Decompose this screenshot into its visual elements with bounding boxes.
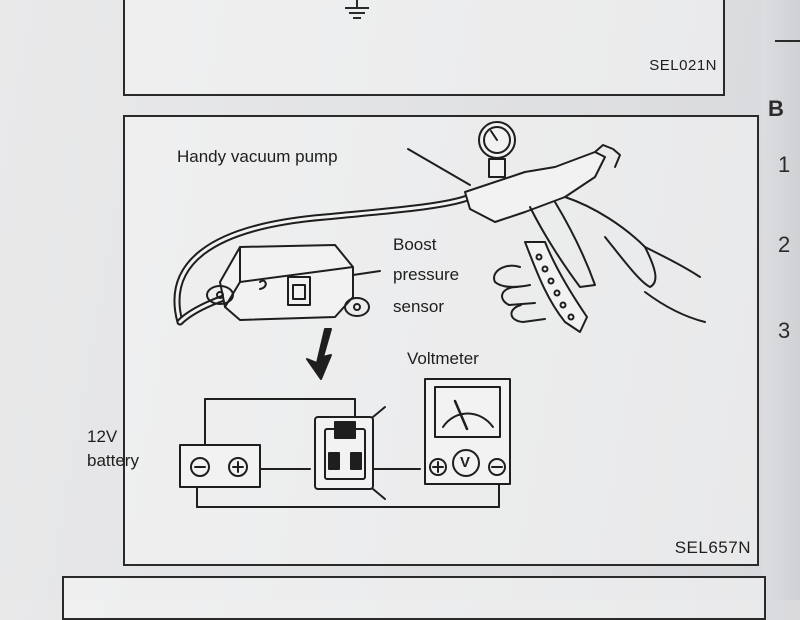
arrow-icon	[306, 328, 332, 380]
top-figure-frame: SEL021N	[123, 0, 725, 96]
vacuum-pump-icon	[464, 121, 706, 333]
battery-label-line1: 12V	[87, 427, 118, 446]
voltmeter-label: Voltmeter	[407, 349, 479, 368]
circuit-diagram	[173, 121, 706, 508]
boost-label-line3: sensor	[393, 297, 445, 316]
ground-symbol-icon	[345, 0, 369, 19]
voltmeter-symbol: V	[460, 454, 471, 471]
separator-line	[775, 40, 800, 42]
boost-label-line1: Boost	[393, 235, 437, 254]
boost-label-line2: pressure	[393, 265, 460, 284]
main-figure-frame: Handy vacuum pump Boost pressure sensor …	[87, 115, 759, 566]
margin-heading-char: B	[768, 96, 784, 121]
main-figure-code: SEL657N	[674, 538, 751, 557]
battery-icon	[179, 444, 261, 488]
adjacent-page-strip	[762, 0, 800, 600]
boost-pressure-sensor-icon	[206, 244, 370, 321]
bottom-figure-frame	[62, 576, 766, 620]
voltmeter-icon	[424, 378, 511, 485]
margin-number-2: 2	[778, 232, 791, 257]
top-figure-code: SEL021N	[649, 57, 717, 74]
margin-number-3: 3	[778, 318, 791, 343]
vacuum-pump-label: Handy vacuum pump	[177, 147, 338, 166]
connector-icon	[314, 406, 386, 500]
battery-label-line2: battery	[87, 451, 139, 470]
margin-number-1: 1	[778, 152, 791, 177]
